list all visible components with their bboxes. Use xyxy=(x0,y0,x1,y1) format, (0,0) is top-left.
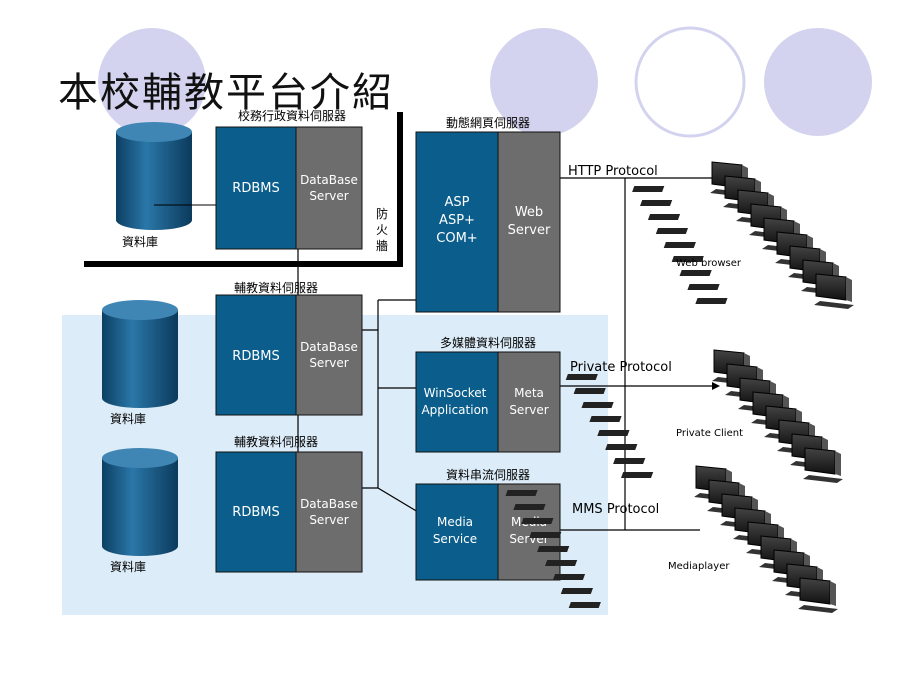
meta-server-left-label-1: WinSocket xyxy=(424,386,487,400)
computer-icon xyxy=(589,391,791,427)
http-protocol-label: HTTP Protocol xyxy=(568,164,658,179)
database-2 xyxy=(102,300,178,408)
deco-circle-4 xyxy=(764,28,872,136)
admin-server-right-label-1: DataBase xyxy=(300,173,358,187)
teaching-server-2-caption: 輔教資料伺服器 xyxy=(234,434,318,449)
teaching-server-1-left-label: RDBMS xyxy=(232,349,279,364)
computer-icon xyxy=(581,377,778,413)
meta-server-right-label-1: Meta xyxy=(514,386,544,400)
admin-db-server xyxy=(215,126,363,250)
mediaplayer-clients xyxy=(505,465,838,613)
teaching-server-2-right-label-1: DataBase xyxy=(300,497,358,511)
web-server-caption: 動態網頁伺服器 xyxy=(446,115,530,130)
firewall-line xyxy=(84,112,403,267)
meta-server xyxy=(415,351,561,453)
mediaplayer-label: Mediaplayer xyxy=(668,561,730,572)
media-server-left-label-1: Media xyxy=(437,515,473,529)
teaching-server-2-right-label-2: Server xyxy=(309,513,348,527)
media-server-left-label-2: Service xyxy=(433,532,477,546)
private-client-label: Private Client xyxy=(676,428,743,439)
database-1-label: 資料庫 xyxy=(122,235,158,249)
teaching-db-server-2 xyxy=(215,451,363,573)
web-server-left-label-3: COM+ xyxy=(436,231,477,246)
web-server-right-label-2: Server xyxy=(508,223,551,238)
teaching-server-1-caption: 輔教資料伺服器 xyxy=(234,280,318,295)
computer-icon xyxy=(613,433,830,469)
web-server xyxy=(415,131,561,313)
computer-icon xyxy=(568,577,838,613)
deco-circle-3 xyxy=(634,26,746,138)
web-server-left-label-1: ASP xyxy=(445,195,470,210)
deco-circle-2 xyxy=(490,28,598,136)
private-client-clients xyxy=(565,349,843,483)
meta-server-caption: 多媒體資料伺服器 xyxy=(440,336,536,350)
meta-server-right-label-2: Server xyxy=(509,403,548,417)
admin-server-right-label-2: Server xyxy=(309,189,348,203)
web-server-left-label-2: ASP+ xyxy=(439,213,475,228)
admin-server-caption: 校務行政資料伺服器 xyxy=(238,108,346,123)
web-browser-label: Web browser xyxy=(676,258,742,269)
computer-icon xyxy=(695,273,854,309)
admin-server-left-label: RDBMS xyxy=(232,181,279,196)
computer-icon xyxy=(621,447,843,483)
meta-server-left-label-2: Application xyxy=(421,403,488,417)
private-protocol-label: Private Protocol xyxy=(570,360,672,375)
firewall-label-1: 防 xyxy=(376,206,388,221)
deco-circle-1 xyxy=(98,28,206,136)
slide-title: 本校輔教平台介紹 xyxy=(58,70,394,116)
teaching-server-1-right-label-2: Server xyxy=(309,356,348,370)
database-1 xyxy=(116,122,218,230)
web-browser-clients xyxy=(632,161,854,309)
media-server-caption: 資料串流伺服器 xyxy=(446,468,530,482)
database-3-label: 資料庫 xyxy=(110,560,146,574)
teaching-db-server-1 xyxy=(215,294,363,416)
firewall-label-2: 火 xyxy=(376,223,388,237)
teaching-server-2-left-label: RDBMS xyxy=(232,505,279,520)
database-3 xyxy=(102,448,178,556)
teaching-server-1-right-label-1: DataBase xyxy=(300,340,358,354)
database-2-label: 資料庫 xyxy=(110,412,146,426)
mms-protocol-label: MMS Protocol xyxy=(572,502,659,517)
web-server-right-label-1: Web xyxy=(515,205,543,220)
firewall-label-3: 牆 xyxy=(376,238,388,253)
